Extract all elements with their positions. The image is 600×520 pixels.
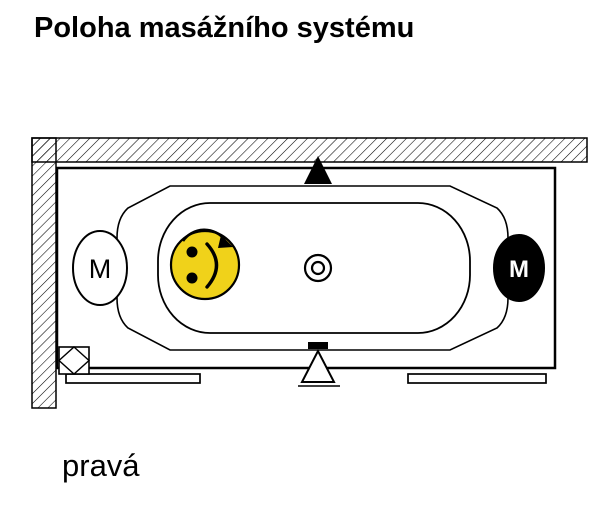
smiley-smile: [205, 242, 219, 289]
motor-left: [72, 230, 128, 306]
smiley-eye-upper: [186, 246, 198, 258]
bottom-rect-marker: [308, 342, 328, 349]
drain-inner-ring: [310, 260, 326, 276]
page-title: Poloha masážního systému: [34, 12, 415, 44]
drain-outer-ring: [303, 253, 333, 283]
motor-right-label: M: [509, 256, 529, 283]
bottom-triangle-marker: [300, 348, 336, 383]
apron-rail-right: [407, 373, 547, 384]
massage-jet-smiley: [169, 228, 241, 301]
wall-hatch-left: [31, 137, 57, 409]
motor-right: [493, 234, 545, 302]
rotation-arrowhead: [218, 235, 233, 248]
corner-valve-symbol: [58, 346, 90, 375]
orientation-label: pravá: [62, 448, 140, 483]
motor-left-label: M: [89, 254, 112, 284]
top-arrow-marker: [304, 156, 332, 184]
tub-basin: [157, 202, 471, 334]
wall-hatch-top: [31, 137, 588, 163]
smiley-eye-lower: [186, 272, 198, 284]
apron-rail-left: [65, 373, 201, 384]
corner-valve-diamond: [57, 346, 91, 375]
smiley-face-circle: [169, 229, 241, 301]
